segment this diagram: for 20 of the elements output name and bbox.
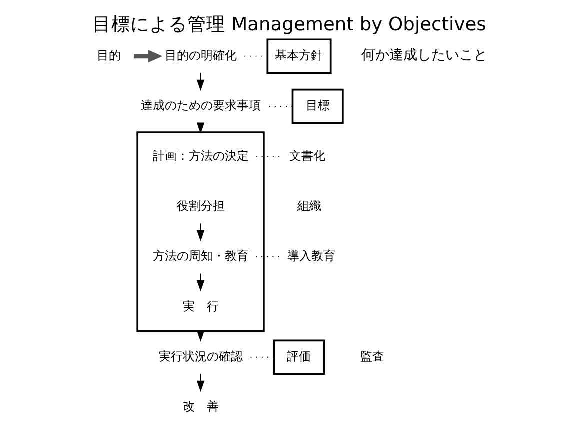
node-text: 監査 bbox=[360, 350, 385, 364]
node-box: 目標 bbox=[292, 88, 344, 124]
node-text: 改 善 bbox=[182, 400, 219, 414]
label: 何か達成したいこと bbox=[362, 48, 488, 64]
node-text: 達成のための要求事項 bbox=[140, 98, 261, 113]
cluster bbox=[136, 132, 265, 332]
diagram-title: 目標による管理 Management by Objectives bbox=[92, 14, 486, 36]
node-text: 文書化 bbox=[290, 148, 326, 163]
node-text: 役割分担 bbox=[176, 199, 225, 214]
arrow bbox=[134, 50, 163, 63]
node-box: 評価 bbox=[273, 340, 326, 375]
node-text: 組織 bbox=[297, 199, 322, 214]
node-text: 実 行 bbox=[182, 299, 219, 314]
node-text: 目的の明確化 bbox=[164, 48, 237, 63]
node-text: 導入教育 bbox=[287, 249, 336, 264]
node-text: 目的 bbox=[96, 48, 121, 63]
node-text: 方法の周知・教育 bbox=[152, 249, 249, 264]
node-text: 計画：方法の決定 bbox=[152, 148, 249, 163]
node-text: 実行状況の確認 bbox=[158, 350, 243, 364]
node-box: 基本方針 bbox=[266, 38, 332, 74]
